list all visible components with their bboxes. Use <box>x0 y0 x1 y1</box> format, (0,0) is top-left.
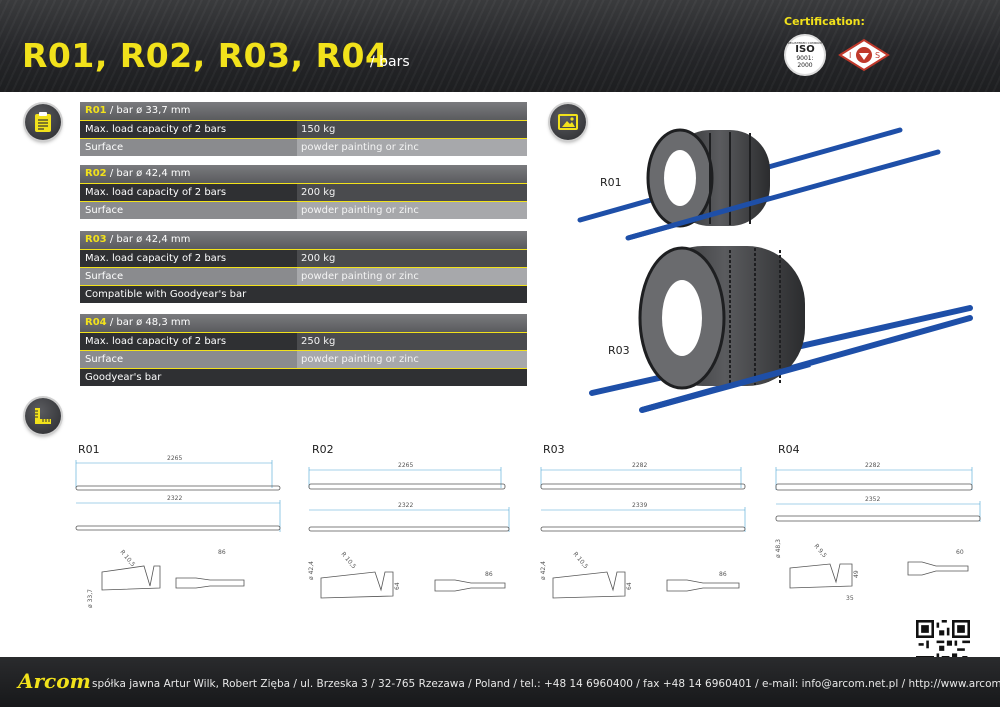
photo-label-r03: R03 <box>608 344 630 357</box>
dim-diameter: ø 42,4 <box>308 561 315 580</box>
spec-row-load: Max. load capacity of 2 bars 150 kg <box>80 120 527 138</box>
drawing-title-r01: R01 <box>78 443 100 456</box>
drawing-title-r03: R03 <box>543 443 565 456</box>
page-subtitle: / bars <box>370 54 410 70</box>
certification-label: Certification: <box>784 15 865 28</box>
iso-certificate-badge: REGISTERED COMPANY ISO 9001: 2000 <box>784 34 826 76</box>
dim-diameter: ø 33,7 <box>87 589 94 608</box>
photo-gallery-icon <box>550 104 586 140</box>
spec-row-load: Max. load capacity of 2 bars 200 kg <box>80 249 527 267</box>
technical-drawing-r03: 2282 2339 R 10,5 ø 42,4 64 86 <box>540 462 746 599</box>
spec-value: powder painting or zinc <box>297 202 527 219</box>
spec-table-header: R01 / bar ø 33,7 mm <box>80 102 527 120</box>
spec-value: 250 kg <box>297 333 527 350</box>
dim-diameter: ø 48,3 <box>775 539 782 558</box>
dim-length-total: 2352 <box>865 496 880 503</box>
product-photo-tyres-on-bars <box>577 127 973 413</box>
spec-table-r02: R02 / bar ø 42,4 mm Max. load capacity o… <box>80 165 527 219</box>
tyre-stack-large <box>638 246 805 390</box>
spec-table-r01: R01 / bar ø 33,7 mm Max. load capacity o… <box>80 102 527 156</box>
footer-band <box>0 657 1000 707</box>
spec-value: powder painting or zinc <box>297 139 527 156</box>
company-contact-line: spółka jawna Artur Wilk, Robert Zięba / … <box>92 678 1000 690</box>
header-band <box>0 0 1000 92</box>
spec-table-header: R03 / bar ø 42,4 mm <box>80 231 527 249</box>
ios-certificate-badge: I S <box>838 38 890 72</box>
spec-table-header: R02 / bar ø 42,4 mm <box>80 165 527 183</box>
spec-row-note: Goodyear's bar <box>80 368 527 386</box>
dim-length-top: 2265 <box>167 455 182 462</box>
spec-label: Max. load capacity of 2 bars <box>85 187 227 198</box>
technical-drawing-r01: 2265 2322 R 10,5 ø 33,7 86 <box>75 455 281 608</box>
spec-row-surface: Surface powder painting or zinc <box>80 267 527 285</box>
iso-year: 2000 <box>797 62 813 69</box>
page-title: R01, R02, R03, R04 <box>22 36 389 75</box>
dim-height: 64 <box>394 582 401 590</box>
technical-drawing-r04: 2282 2352 R 9,5 ø 48,3 49 35 60 <box>775 462 981 602</box>
dim-length-total: 2322 <box>167 495 182 502</box>
spec-label: Max. load capacity of 2 bars <box>85 336 227 347</box>
dim-tip-length: 86 <box>218 549 226 556</box>
technical-drawing-ruler-icon <box>25 398 61 434</box>
spec-table-header: R04 / bar ø 48,3 mm <box>80 314 527 332</box>
dim-radius: R 10,5 <box>118 549 136 569</box>
dim-tip-length: 86 <box>485 571 493 578</box>
spec-value: 200 kg <box>297 250 527 267</box>
ios-left-letter: I <box>849 51 851 60</box>
dim-diameter: ø 42,4 <box>540 561 547 580</box>
spec-label: Surface <box>85 205 124 216</box>
spec-row-surface: Surface powder painting or zinc <box>80 201 527 219</box>
product-code: R02 <box>85 168 107 179</box>
tyre-stack-small <box>646 128 770 228</box>
iso-name: ISO <box>795 44 815 55</box>
dim-height: 64 <box>626 582 633 590</box>
spec-table-r04: R04 / bar ø 48,3 mm Max. load capacity o… <box>80 314 527 386</box>
spec-value: 200 kg <box>297 184 527 201</box>
dim-length-total: 2339 <box>632 502 647 509</box>
dim-tip-length: 86 <box>719 571 727 578</box>
dim-length-total: 2322 <box>398 502 413 509</box>
product-code: R04 <box>85 317 107 328</box>
dim-radius: R 10,5 <box>571 551 589 571</box>
spec-table-r03: R03 / bar ø 42,4 mm Max. load capacity o… <box>80 231 527 303</box>
dim-radius: R 9,5 <box>812 543 828 560</box>
product-description: / bar ø 42,4 mm <box>109 168 191 179</box>
spec-row-load: Max. load capacity of 2 bars 200 kg <box>80 183 527 201</box>
dim-height: 49 <box>853 570 860 578</box>
spec-label: Max. load capacity of 2 bars <box>85 124 227 135</box>
ios-right-letter: S <box>875 51 880 60</box>
product-description: / bar ø 48,3 mm <box>109 317 191 328</box>
product-description: / bar ø 33,7 mm <box>109 105 191 116</box>
spec-row-surface: Surface powder painting or zinc <box>80 350 527 368</box>
dim-length-top: 2282 <box>865 462 880 469</box>
spec-value: powder painting or zinc <box>297 268 527 285</box>
dim-width: 35 <box>846 595 854 602</box>
spec-label: Surface <box>85 354 124 365</box>
drawing-title-r02: R02 <box>312 443 334 456</box>
specification-clipboard-icon <box>25 104 61 140</box>
spec-label: Surface <box>85 271 124 282</box>
arcom-logo: Arcom <box>18 669 91 693</box>
photo-label-r01: R01 <box>600 176 622 189</box>
dim-length-top: 2282 <box>632 462 647 469</box>
dim-tip-length: 60 <box>956 549 964 556</box>
spec-row-load: Max. load capacity of 2 bars 250 kg <box>80 332 527 350</box>
technical-drawing-r02: 2265 2322 R 10,5 ø 42,4 64 86 <box>308 462 510 599</box>
product-code: R01 <box>85 105 107 116</box>
spec-label: Max. load capacity of 2 bars <box>85 253 227 264</box>
product-description: / bar ø 42,4 mm <box>109 234 191 245</box>
iso-number: 9001: <box>796 55 814 62</box>
spec-row-surface: Surface powder painting or zinc <box>80 138 527 156</box>
dim-radius: R 10,5 <box>339 551 357 571</box>
drawing-title-r04: R04 <box>778 443 800 456</box>
spec-label: Surface <box>85 142 124 153</box>
spec-row-note: Compatible with Goodyear's bar <box>80 285 527 303</box>
dim-length-top: 2265 <box>398 462 413 469</box>
spec-value: powder painting or zinc <box>297 351 527 368</box>
iso-ring-text: REGISTERED COMPANY <box>787 41 823 45</box>
spec-value: 150 kg <box>297 121 527 138</box>
product-code: R03 <box>85 234 107 245</box>
